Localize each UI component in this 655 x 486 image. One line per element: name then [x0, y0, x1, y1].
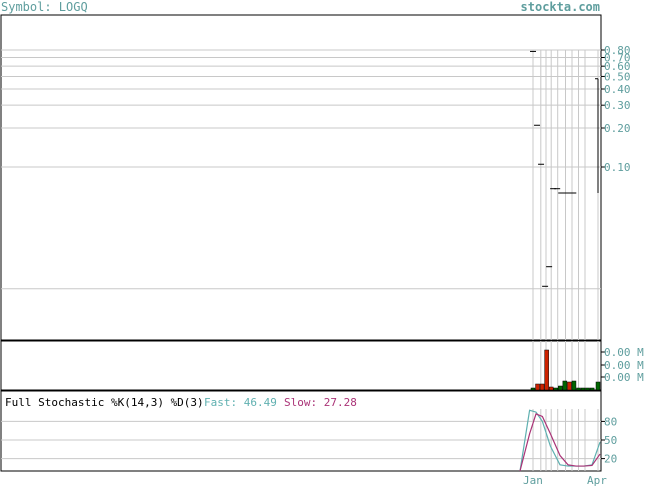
volume-bar: [576, 387, 581, 391]
volume-panel: [0, 340, 602, 391]
volume-bar: [589, 387, 595, 391]
volume-tick-label: 0.00 M: [604, 359, 644, 372]
volume-bar: [530, 387, 536, 391]
price-panel: [0, 14, 602, 341]
price-vertical-gridlines: [532, 50, 599, 340]
price-tick-label: 0.70: [604, 52, 631, 65]
x-axis-ticks: Jan Apr: [523, 474, 607, 486]
stochastic-slow-label: Slow: 27.28: [284, 396, 357, 409]
price-axis-ticks: 0.800.700.600.500.40 0.30 0.20 0.10: [601, 44, 631, 174]
volume-bar: [553, 387, 558, 391]
volume-bar: [571, 380, 577, 391]
site-label[interactable]: stockta.com: [520, 0, 600, 14]
volume-tick-label: 0.00 M: [604, 346, 644, 359]
x-tick-label: Jan: [523, 474, 543, 486]
stochastic-fast-label: Fast: 46.49: [204, 396, 277, 409]
symbol-label: Symbol: LOGQ: [1, 0, 88, 14]
volume-bar: [595, 381, 601, 391]
price-tick-label: 0.20: [604, 122, 631, 135]
volume-bar: [539, 383, 545, 391]
volume-bar: [548, 386, 554, 391]
volume-axis-ticks: 0.00 M0.00 M0.00 M: [601, 346, 644, 384]
volume-tick-label: 0.00 M: [604, 371, 644, 384]
price-tick-label: 0.50: [604, 70, 631, 83]
price-marks: [530, 50, 599, 287]
stochastic-lines: [519, 409, 601, 472]
volume-bar: [567, 381, 572, 391]
x-tick-label: Apr: [587, 474, 607, 486]
stochastic-grid: [1, 409, 601, 471]
price-grid: [1, 49, 601, 290]
price-tick-label: 0.80: [604, 44, 631, 57]
price-tick-label: 0.60: [604, 60, 631, 73]
volume-bar: [580, 387, 586, 391]
stochastic-slow-line: [519, 413, 601, 472]
volume-bar: [562, 380, 568, 391]
volume-bar: [585, 387, 590, 391]
stochastic-axis-ticks: 80 50 20: [601, 415, 617, 466]
price-tick-label: 0.40: [604, 83, 631, 96]
price-tick-label: 0.30: [604, 99, 631, 112]
stochastic-panel: [0, 390, 602, 472]
stochastic-tick-label: 20: [604, 453, 617, 466]
volume-bar: [535, 383, 540, 391]
stochastic-tick-label: 50: [604, 434, 617, 447]
stochastic-title: Full Stochastic %K(14,3) %D(3): [5, 396, 204, 409]
price-tick-label: 0.10: [604, 161, 631, 174]
volume-bar: [544, 349, 549, 391]
volume-bars: [530, 349, 601, 391]
volume-bar: [558, 385, 563, 391]
stochastic-tick-label: 80: [604, 415, 617, 428]
